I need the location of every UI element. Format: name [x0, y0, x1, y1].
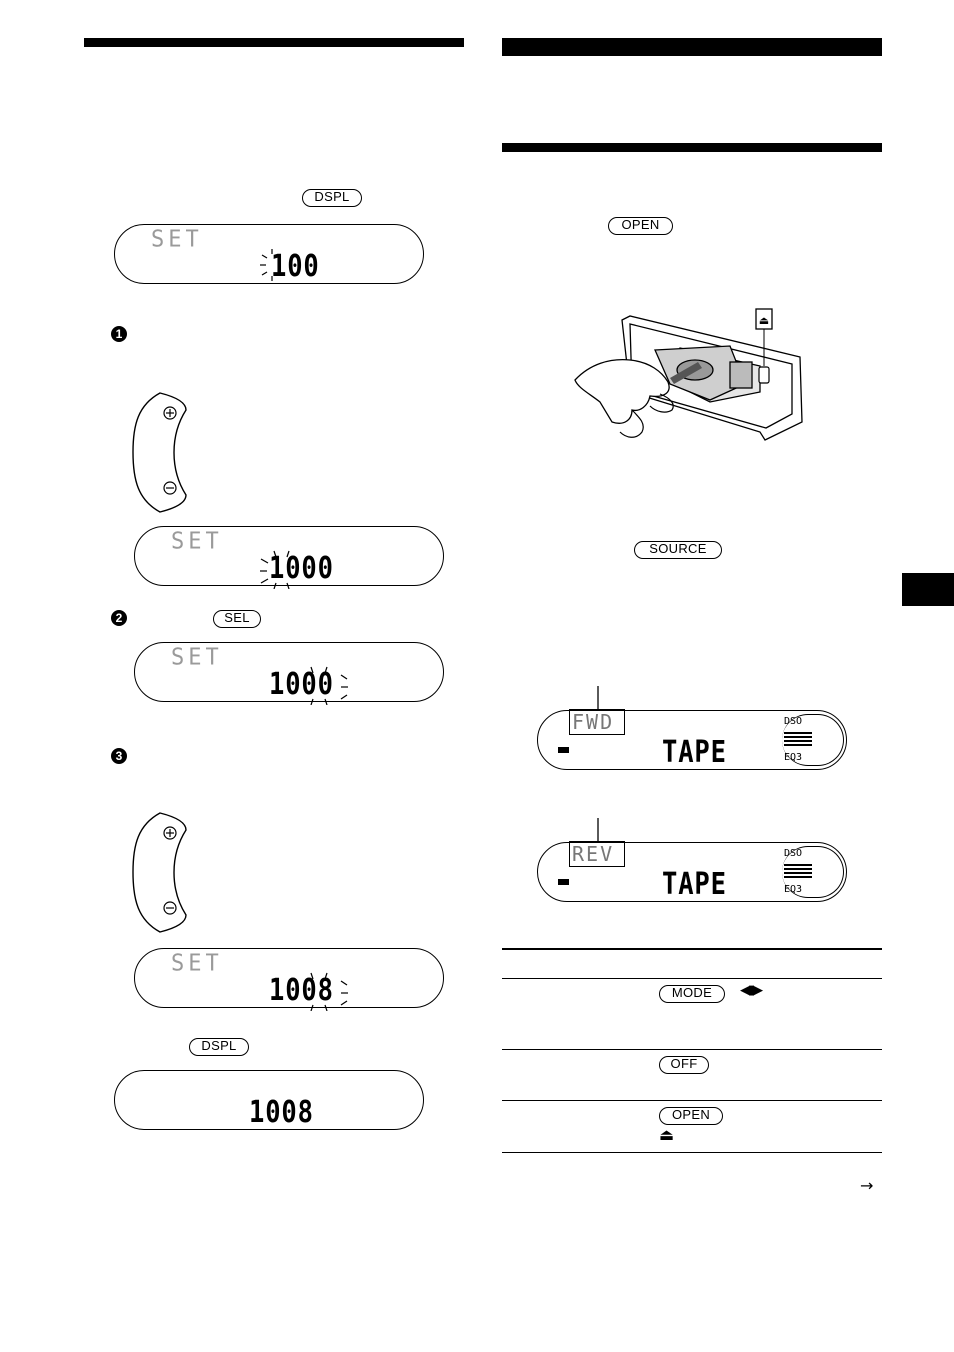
blink-indicator: [310, 972, 348, 1011]
clock-display-minute: SET 1000: [134, 642, 444, 705]
blink-indicator: [260, 249, 273, 281]
eq-label: EQ3: [784, 884, 803, 895]
volume-rocker-button[interactable]: [130, 390, 190, 515]
tape-mode-label: REV: [572, 842, 615, 866]
dspl-button[interactable]: DSPL: [189, 1038, 249, 1056]
blink-indicator: [310, 666, 348, 705]
clock-display-adjusted: SET 1008: [134, 948, 444, 1011]
seek-arrows-icon: ◀▮▶: [740, 983, 763, 998]
dspl-button[interactable]: DSPL: [302, 189, 362, 207]
display-set-label: SET: [171, 950, 223, 977]
volume-rocker-button[interactable]: [130, 810, 190, 935]
right-subheader-rule: [502, 143, 882, 152]
source-label: TAPE: [662, 735, 727, 770]
table-row-rule: [502, 1100, 882, 1101]
tape-mode-label: FWD: [572, 710, 615, 734]
clock-display-set: SET 100: [114, 224, 424, 284]
tape-display-reverse: REV TAPE DSO EQ3: [537, 841, 847, 902]
sel-button[interactable]: SEL: [213, 610, 261, 628]
callout-line-rev: [597, 818, 599, 842]
table-bottom-rule: [502, 1152, 882, 1153]
eject-icon: ⏏: [659, 1125, 675, 1144]
right-header-rule: [502, 38, 882, 56]
left-header-rule: [84, 38, 464, 47]
step-1-marker: 1: [111, 326, 127, 342]
dso-label: DSO: [784, 848, 803, 859]
open-button[interactable]: OPEN: [608, 217, 673, 235]
display-time-value: 100: [271, 249, 320, 284]
open-button[interactable]: OPEN: [659, 1107, 723, 1125]
step-2-marker: 2: [111, 610, 127, 626]
display-time-value: 1000: [269, 551, 334, 586]
mode-button[interactable]: MODE: [659, 985, 725, 1003]
clock-display-final: 1008: [114, 1070, 424, 1130]
display-time-value: 1008: [249, 1095, 314, 1130]
off-button[interactable]: OFF: [659, 1056, 709, 1074]
sound-panel: DSO EQ3: [782, 714, 844, 766]
dso-label: DSO: [784, 716, 803, 727]
display-set-label: SET: [151, 226, 203, 253]
source-button[interactable]: SOURCE: [634, 541, 722, 559]
tape-display-forward: FWD TAPE DSO EQ3: [537, 709, 847, 770]
mode-indicator-box: [569, 841, 625, 867]
eq-label: EQ3: [784, 752, 803, 763]
display-time-value: 1000: [269, 667, 334, 702]
clock-display-hour: SET 1000: [134, 526, 444, 589]
tape-icon: [558, 879, 569, 885]
eq-bars-icon: [784, 864, 812, 878]
continue-arrow-icon: →: [860, 1176, 874, 1195]
sound-panel: DSO EQ3: [782, 846, 844, 898]
table-row-rule: [502, 1049, 882, 1050]
eq-bars-icon: [784, 732, 812, 746]
display-time-value: 1008: [269, 973, 334, 1008]
tape-icon: [558, 747, 569, 753]
table-top-rule: [502, 948, 882, 950]
mode-indicator-box: [569, 709, 625, 735]
table-header-rule: [502, 978, 882, 979]
source-label: TAPE: [662, 867, 727, 902]
callout-line-fwd: [597, 686, 599, 710]
display-set-label: SET: [171, 644, 223, 671]
blink-indicator: [260, 550, 290, 589]
section-tab: [902, 573, 954, 606]
step-3-marker: 3: [111, 748, 127, 764]
display-set-label: SET: [171, 528, 223, 555]
svg-text:⏏: ⏏: [759, 314, 769, 327]
cassette-insertion-illustration: ⏏: [574, 308, 803, 441]
